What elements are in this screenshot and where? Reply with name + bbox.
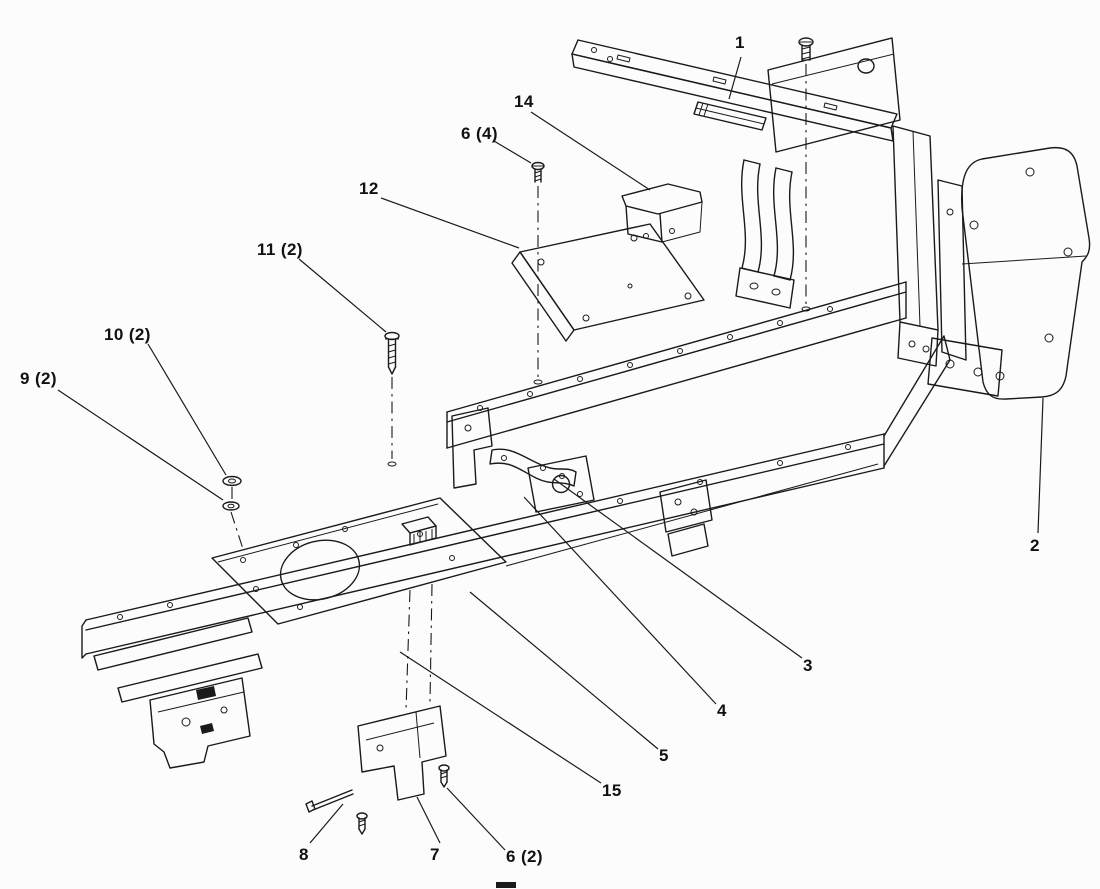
callout-5: 5 [659,746,669,765]
leader-lines [57,56,1044,851]
callout-2: 2 [1030,536,1040,555]
engine-mount-plate [211,497,507,625]
lower-centerlines [405,583,433,711]
leader-line-4 [523,496,717,705]
callout-8: 8 [299,845,309,864]
callout-3: 3 [803,656,813,675]
part-8-hardware [305,789,368,835]
part-12-plate [511,223,705,342]
screw-6-2 [438,764,450,788]
leader-line-3 [553,478,803,659]
rear-tower-plates [892,125,1003,397]
part-7-bracket [357,705,447,801]
callout-62: 6 (2) [506,847,543,866]
callout-15: 15 [602,781,622,800]
mid-bracket-group [451,407,713,557]
frame-support-straps [735,159,795,309]
leader-line-92 [57,389,224,501]
rear-kickup-plate [767,37,901,153]
leader-line-112 [298,258,387,333]
callout-7: 7 [430,845,440,864]
leader-line-64 [493,140,532,164]
screw-6-4 [531,161,545,385]
washers-9-10 [222,475,244,550]
callout-4: 4 [717,701,727,720]
callout-112: 11 (2) [257,240,303,259]
callout-102: 10 (2) [104,325,151,344]
callout-14: 14 [514,92,534,111]
part-2-rear-plate [961,146,1091,400]
leader-line-62 [446,787,506,851]
callout-92: 9 (2) [20,369,57,388]
rear-upper-rail [571,39,898,142]
leader-line-7 [416,796,441,844]
near-frame-rail [81,335,951,659]
part-1-bracket [693,101,767,131]
leader-line-14 [530,111,651,191]
top-screw-fastener [798,37,814,312]
leader-line-5 [469,591,659,750]
page-mark [496,882,516,888]
callout-64: 6 (4) [461,124,498,143]
callout-1: 1 [735,33,745,52]
leader-line-15 [399,651,602,784]
leader-line-12 [380,197,520,249]
callout-12: 12 [359,179,379,198]
bolt-11 [384,331,400,467]
front-axle-section [93,617,263,769]
leader-line-102 [147,343,227,476]
leader-line-8 [309,803,344,844]
leader-line-2 [1037,397,1044,534]
leader-line-1 [728,56,742,100]
part-14-bracket [621,183,703,243]
far-frame-rail [446,281,907,449]
